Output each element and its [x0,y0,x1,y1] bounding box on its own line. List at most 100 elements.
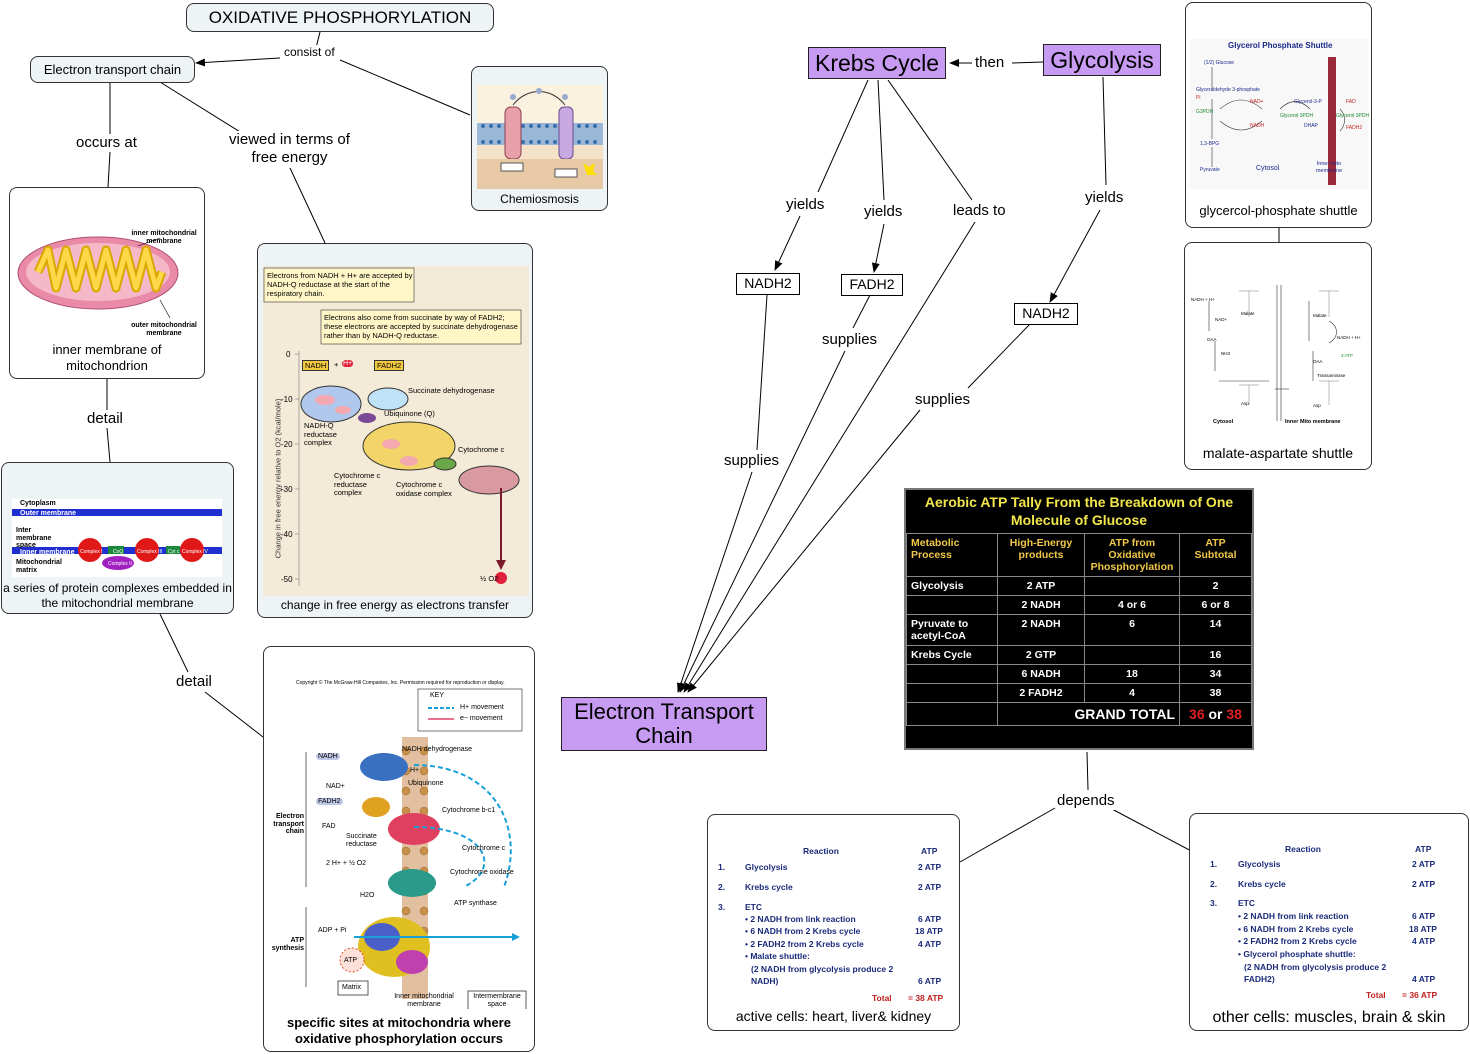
energy-nadh: NADH [302,360,330,371]
malate-drawing [1208,285,1339,421]
node-krebs-cycle[interactable]: Krebs Cycle [808,47,946,79]
tally-cell: 6 NADH [997,664,1085,684]
link-supplies3-a [967,323,1031,389]
other-s6: FADH2) [1244,974,1275,984]
tally-header-subtotal: ATP Subtotal [1179,533,1252,577]
tally-cell: 6 or 8 [1179,595,1252,615]
label-consist-of: consist of [284,45,335,60]
card-protein-complexes[interactable]: Cytoplasm Outer membrane Inter membrane … [1,462,234,614]
card-free-energy[interactable]: Electrons from NADH + H+ are accepted by… [257,243,533,618]
series-outer: Outer membrane [20,510,77,517]
link-detail1-b [106,427,111,463]
table-row: 2 FADH2 4 38 [906,683,1252,703]
sites-e-movement: e− movement [460,715,503,722]
tally-grand-label: GRAND TOTAL [997,702,1180,726]
malate-malate-1: Malate [1241,311,1255,316]
glycerol-pyruvate: Pyruvate [1200,167,1220,173]
node-glycolysis[interactable]: Glycolysis [1043,44,1161,76]
other-h-reaction: Reaction [1285,844,1321,854]
energy-succinate: Succinate dehydrogenase [408,386,495,395]
series-inner: Inner membrane [20,549,75,556]
other-sa6: 4 ATP [1412,974,1436,984]
label-yields-1: yields [786,196,825,214]
caption-free-energy: change in free energy as electrons trans… [280,598,510,612]
chemiosmosis-drawing [477,85,603,189]
active-total-val: = 38 ATP [908,993,944,1003]
energy-ylabel: Change in free energy relative to O2 (kc… [273,398,283,559]
glycerol-innermito: Inner mito membrane [1315,161,1343,174]
tally-cell: 18 [1084,664,1180,684]
tally-cell [1084,576,1180,596]
active-s2: • 6 NADH from 2 Krebs cycle [745,926,861,936]
active-s4: • Malate shuttle: [745,951,810,961]
series-c4: Complex IV [182,549,208,555]
card-malate-shuttle[interactable]: NADH + H+ NAD+ Malate Malate OAA OAA NH3… [1184,242,1372,470]
link-depends-a [1086,751,1089,791]
sites-nadh-dh: NADH dehydrogenase [402,746,473,753]
link-leads-b [683,221,976,693]
card-active-cells[interactable]: Reaction ATP 1. Glycolysis 2 ATP 2. Kreb… [707,814,960,1031]
sites-cyt-oxidase: Cytochrome oxidase [450,869,514,876]
active-h-atp: ATP [921,846,938,856]
card-mitochondrion[interactable]: inner mitochondrial membrane outer mitoc… [9,187,205,379]
node-fadh2[interactable]: FADH2 [841,274,903,296]
table-row: Pyruvate to acetyl-CoA 2 NADH 6 14 [906,614,1252,646]
sites-fad: FAD [322,823,336,830]
other-s5: (2 NADH from glycolysis produce 2 [1244,962,1387,972]
table-row: 2 NADH 4 or 6 6 or 8 [906,595,1252,615]
node-electron-transport-chain-small[interactable]: Electron transport chain [30,56,195,83]
tally-cell: 2 FADH2 [997,683,1085,703]
tally-title: Aerobic ATP Tally From the Breakdown of … [924,494,1234,528]
sites-h-movement: H+ movement [460,704,504,711]
sites-atp-synthase: ATP synthase [454,900,497,907]
node-nadh2-right[interactable]: NADH2 [1014,303,1078,325]
tally-cell: 38 [1179,683,1252,703]
sites-key: KEY [430,692,445,699]
other-s2: • 6 NADH from 2 Krebs cycle [1238,924,1354,934]
link-detail2-b [204,691,264,738]
atp-tally-table[interactable]: Aerobic ATP Tally From the Breakdown of … [904,488,1254,750]
card-other-cells[interactable]: Reaction ATP 1. Glycolysis 2 ATP 2. Kreb… [1189,813,1469,1031]
sites-h2o: H2O [360,892,375,899]
malate-malate-2: Malate [1313,313,1327,318]
energy-cytc-reductase: Cytochrome c reductase complex [334,471,381,498]
sites-hplus-1: H+ [410,767,420,774]
caption-active-cells: active cells: heart, liver& kidney [735,1008,932,1024]
tally-grid: Metabolic Process High-Energy products A… [906,533,1252,726]
label-depends: depends [1057,792,1115,810]
other-r1: Glycolysis [1238,859,1281,869]
energy-nadhq: NADH-Q reductase complex [304,421,337,448]
label-supplies-1: supplies [724,452,780,470]
series-cytc: Cyt c [168,549,180,555]
table-row: Krebs Cycle 2 GTP 16 [906,645,1252,665]
energy-fadh2: FADH2 [374,360,405,371]
card-glycerol-shuttle[interactable]: Glycerol Phosphate Shuttle (1/2) Glucose… [1185,2,1372,228]
other-a1: 2 ATP [1412,859,1436,869]
link-yields2-a [877,79,885,201]
other-total-val: = 36 ATP [1402,990,1438,1000]
link-yields1-b [774,215,801,271]
label-then: then [975,54,1005,72]
series-c1: Complex I [80,549,103,555]
sites-drawing [305,688,527,1009]
label-yields-2: yields [864,203,903,221]
card-chemiosmosis[interactable]: Chemiosmosis [471,66,608,211]
sites-nadplus: NAD+ [326,783,345,790]
link-chemiosmosis [339,59,471,116]
sites-inner-mem: Inner mitochondrial membrane [394,993,454,1008]
tally-cell: 2 [1179,576,1252,596]
other-h-atp: ATP [1415,844,1432,854]
other-sa2: 18 ATP [1409,924,1437,934]
other-total: Total [1366,990,1386,1000]
other-sa3: 4 ATP [1412,936,1436,946]
sites-atp: ATP [344,957,358,964]
active-s3: • 2 FADH2 from 2 Krebs cycle [745,939,864,949]
active-n2: 2. [718,882,726,892]
node-nadh2-left[interactable]: NADH2 [736,273,800,295]
other-a2: 2 ATP [1412,879,1436,889]
card-specific-sites[interactable]: Copyright © The McGraw-Hill Companies, I… [263,646,535,1052]
sites-atp-synthesis-label: ATP synthesis [271,937,304,952]
node-electron-transport-chain[interactable]: Electron Transport Chain [561,697,767,751]
node-oxidative-phosphorylation[interactable]: OXIDATIVE PHOSPHORYLATION [186,3,494,32]
